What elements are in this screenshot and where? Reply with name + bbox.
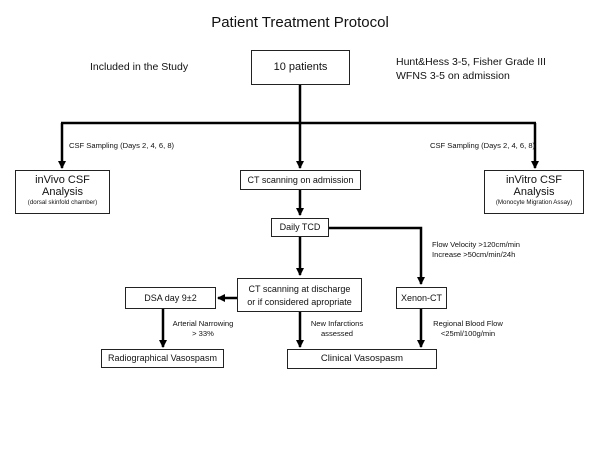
patients-box: 10 patients: [251, 50, 350, 85]
invitro-title-1: inVitro CSF: [505, 174, 563, 186]
daily-tcd-label: Daily TCD: [279, 222, 321, 232]
dsa-box: DSA day 9±2: [125, 287, 216, 309]
regional-blood-flow-line-1: Regional Blood Flow: [433, 319, 503, 328]
invivo-box: inVivo CSF Analysis (dorsal skinfold cha…: [15, 170, 110, 214]
flow-velocity-line-1: Flow Velocity >120cm/min: [432, 240, 520, 249]
csf-sampling-right-label: CSF Sampling (Days 2, 4, 6, 8): [430, 141, 536, 150]
arterial-narrowing-label: Arterial Narrowing > 33%: [168, 319, 238, 339]
xenon-ct-box: Xenon-CT: [396, 287, 447, 309]
ct-admission-box: CT scanning on admission: [240, 170, 361, 190]
regional-blood-flow-line-2: <25ml/100g/min: [440, 329, 496, 338]
invitro-subtitle: (Monocyte Migration Assay): [495, 199, 573, 206]
arterial-narrowing-line-2: > 33%: [192, 329, 214, 338]
flow-velocity-label: Flow Velocity >120cm/min Increase >50cm/…: [432, 240, 520, 260]
arrow-tcd-to-xenon: [329, 226, 425, 285]
new-infarctions-line-1: New Infarctions: [310, 319, 364, 328]
ct-discharge-line-2: or if considered apropriate: [247, 297, 352, 307]
radio-vasospasm-label: Radiographical Vasospasm: [108, 353, 217, 363]
new-infarctions-label: New Infarctions assessed: [306, 319, 368, 339]
invivo-title-2: Analysis: [42, 186, 83, 198]
daily-tcd-box: Daily TCD: [271, 218, 329, 237]
flow-velocity-line-2: Increase >50cm/min/24h: [432, 250, 516, 259]
included-label: Included in the Study: [90, 61, 189, 73]
patients-label: 10 patients: [273, 61, 328, 73]
regional-blood-flow-label: Regional Blood Flow <25ml/100g/min: [428, 319, 508, 339]
radio-vasospasm-box: Radiographical Vasospasm: [101, 349, 224, 368]
ct-discharge-line-1: CT scanning at discharge: [248, 284, 351, 294]
ct-admission-label: CT scanning on admission: [247, 175, 354, 185]
criteria-line-1: Hunt&Hess 3-5, Fisher Grade III: [396, 56, 546, 68]
page-title: Patient Treatment Protocol: [211, 14, 389, 31]
criteria-line-2: WFNS 3-5 on admission: [396, 70, 510, 82]
invitro-title-2: Analysis: [513, 186, 555, 198]
clinical-vasospasm-box: Clinical Vasospasm: [287, 349, 437, 369]
invivo-subtitle: (dorsal skinfold chamber): [27, 199, 98, 206]
csf-sampling-left-label: CSF Sampling (Days 2, 4, 6, 8): [69, 141, 175, 150]
clinical-vasospasm-label: Clinical Vasospasm: [320, 353, 404, 364]
invitro-box: inVitro CSF Analysis (Monocyte Migration…: [484, 170, 584, 214]
arterial-narrowing-line-1: Arterial Narrowing: [172, 319, 234, 328]
dsa-label: DSA day 9±2: [144, 293, 197, 303]
new-infarctions-line-2: assessed: [320, 329, 354, 338]
criteria-block: Hunt&Hess 3-5, Fisher Grade III WFNS 3-5…: [396, 55, 546, 83]
invivo-title-1: inVivo CSF: [35, 174, 90, 186]
xenon-ct-label: Xenon-CT: [400, 293, 443, 303]
ct-discharge-box: CT scanning at discharge or if considere…: [237, 278, 362, 312]
